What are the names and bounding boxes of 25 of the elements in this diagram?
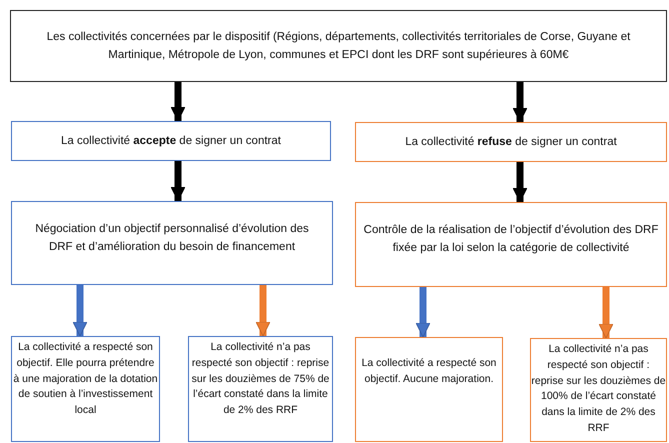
- arrow: [72, 285, 88, 336]
- arrow: [170, 161, 186, 202]
- box-text: La collectivité n’a pas respecté son objectif : reprise sur les douzièmes de 100% de l’écart constaté dans la limite de 2% des RRF: [531, 342, 666, 436]
- box-text: La collectivité accepte de signer un contrat: [61, 134, 281, 149]
- box-text: La collectivité refuse de signer un contrat: [405, 134, 617, 150]
- box-text: La collectivité a respecté son objectif. Elle pourra prétendre à une majoration de la dotation de soutien à l’investissement local: [13, 340, 158, 418]
- arrow: [170, 82, 186, 122]
- arrow: [512, 82, 528, 122]
- process-box: [188, 336, 333, 442]
- box-text: Négociation d’un objectif personnalisé d’évolution des DRF et d’amélioration du besoin de financement: [34, 222, 310, 256]
- box-text: La collectivité a respecté son objectif. Aucune majoration.: [360, 356, 498, 387]
- box-text: Les collectivités concernées par le dispositif (Régions, départements, collectivités territoriales de Corse, Guyane et Martinique, Métropole de Lyon, communes et EPCI dont les DRF sont supérieures à 60M€: [46, 30, 632, 63]
- box-text: La collectivité n’a pas respecté son objectif : reprise sur les douzièmes de 75% de l’écart constaté dans la limite de 2% des RRF: [190, 340, 330, 418]
- arrow: [256, 285, 270, 336]
- process-box: [355, 122, 667, 162]
- arrow: [512, 162, 528, 202]
- arrow: [598, 287, 614, 338]
- box-text: Contrôle de la réalisation de l’objectif d’évolution des DRF fixée par la loi selon la catégorie de collectivité: [363, 223, 659, 256]
- process-box: [355, 337, 503, 442]
- process-box: [11, 121, 331, 161]
- process-box: [355, 202, 667, 287]
- arrow: [416, 287, 430, 338]
- process-box: [10, 10, 667, 82]
- process-box: [11, 336, 160, 442]
- process-box: [11, 201, 333, 285]
